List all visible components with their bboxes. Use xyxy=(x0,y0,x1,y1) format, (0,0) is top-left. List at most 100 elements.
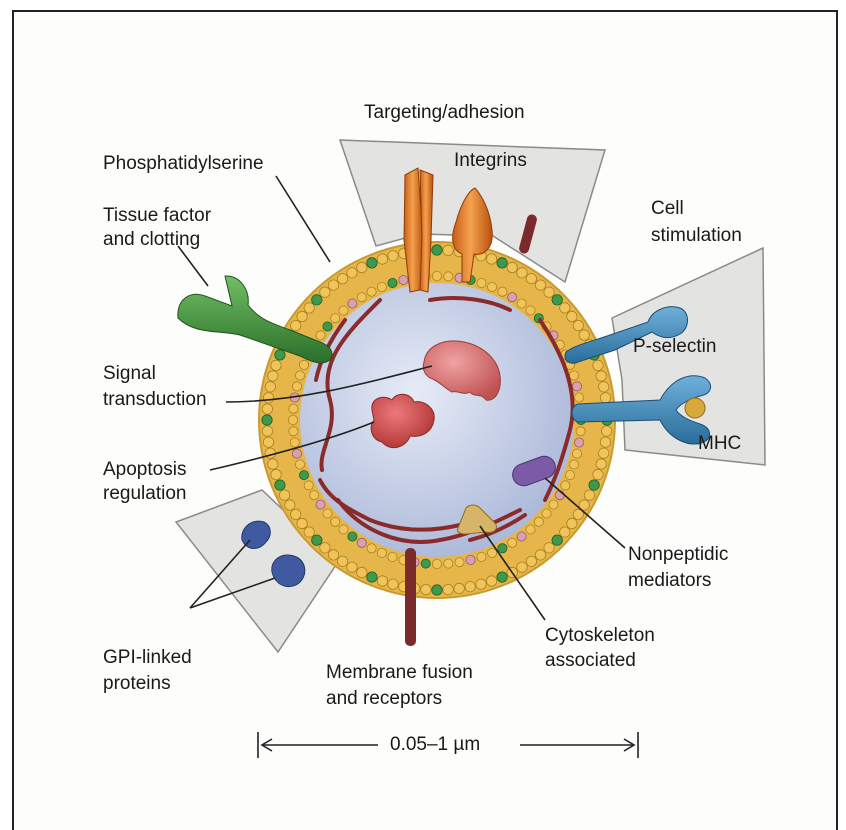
lipid-bead xyxy=(600,437,610,447)
label-nonpeptidic-line2: mediators xyxy=(628,569,711,593)
lipid-bead xyxy=(357,293,366,302)
label-gpi-line1: GPI-linked xyxy=(103,646,192,670)
lipid-bead xyxy=(444,272,453,281)
lipid-bead xyxy=(565,471,574,480)
lipid-bead xyxy=(328,280,338,290)
lipid-bead xyxy=(262,415,272,425)
lipid-bead xyxy=(263,437,273,447)
lipid-bead xyxy=(544,543,554,553)
lipid-bead xyxy=(486,576,496,586)
lipid-bead xyxy=(526,525,535,534)
lipid-bead xyxy=(517,562,527,572)
lipid-bead xyxy=(290,438,299,447)
lipid-bead xyxy=(312,535,322,545)
lipid-bead xyxy=(579,330,589,340)
lipid-bead xyxy=(399,275,408,284)
lipid-bead xyxy=(432,245,442,255)
lipid-bead xyxy=(560,527,570,537)
label-signal-transduction-line1: Signal xyxy=(103,362,156,386)
lipid-bead xyxy=(572,382,581,391)
lipid-bead xyxy=(497,572,507,582)
label-signal-transduction-line2: transduction xyxy=(103,388,207,412)
lipid-bead xyxy=(443,584,453,594)
lipid-bead xyxy=(569,371,578,380)
lipid-bead xyxy=(262,404,272,414)
lipid-bead xyxy=(488,282,497,291)
label-cell-stimulation-line1: Cell xyxy=(651,197,684,221)
lipid-bead xyxy=(285,500,295,510)
label-apoptosis-line1: Apoptosis xyxy=(103,458,186,482)
lipid-bead xyxy=(526,306,535,315)
label-tissue-factor-line1: Tissue factor xyxy=(103,204,211,228)
lipid-bead xyxy=(476,579,486,589)
lipid-bead xyxy=(508,538,517,547)
lipid-bead xyxy=(348,299,357,308)
lipid-bead xyxy=(421,559,430,568)
lipid-bead xyxy=(388,552,397,561)
lipid-bead xyxy=(575,393,584,402)
lipid-bead xyxy=(304,527,314,537)
label-cell-stimulation-line2: stimulation xyxy=(651,224,742,248)
lipid-bead xyxy=(599,448,609,458)
membrane-fusion-receptor xyxy=(405,548,416,646)
lipid-bead xyxy=(357,567,367,577)
lipid-bead xyxy=(388,251,398,261)
lipid-bead xyxy=(367,572,377,582)
lipid-bead xyxy=(584,490,594,500)
lipid-bead xyxy=(552,535,562,545)
lipid-bead xyxy=(569,460,578,469)
lipid-bead xyxy=(561,481,570,490)
lipid-bead xyxy=(593,469,603,479)
lipid-bead xyxy=(517,532,526,541)
lipid-bead xyxy=(567,518,577,528)
lipid-bead xyxy=(271,360,281,370)
lipid-bead xyxy=(443,245,453,255)
label-gpi-line2: proteins xyxy=(103,672,171,696)
lipid-bead xyxy=(310,491,319,500)
lipid-bead xyxy=(572,449,581,458)
lipid-bead xyxy=(432,585,442,595)
lipid-bead xyxy=(328,550,338,560)
label-nonpeptidic-line1: Nonpeptidic xyxy=(628,543,728,567)
lipid-bead xyxy=(377,576,387,586)
lipid-bead xyxy=(526,274,536,284)
lipid-bead xyxy=(601,426,611,436)
lipid-bead xyxy=(347,562,357,572)
lipid-bead xyxy=(291,320,301,330)
lipid-bead xyxy=(388,278,397,287)
lipid-bead xyxy=(498,544,507,553)
lipid-bead xyxy=(316,331,325,340)
label-targeting-adhesion: Targeting/adhesion xyxy=(364,101,525,125)
lipid-bead xyxy=(573,320,583,330)
lipid-bead xyxy=(367,544,376,553)
lipid-bead xyxy=(289,427,298,436)
lipid-bead xyxy=(320,287,330,297)
lipid-bead xyxy=(593,360,603,370)
lipid-bead xyxy=(486,254,496,264)
lipid-bead xyxy=(331,314,340,323)
lipid-bead xyxy=(367,287,376,296)
lipid-bead xyxy=(575,438,584,447)
lipid-bead xyxy=(455,558,464,567)
lipid-bead xyxy=(312,295,322,305)
lipid-bead xyxy=(316,500,325,509)
lipid-bead xyxy=(526,556,536,566)
label-membrane-fusion-line2: and receptors xyxy=(326,687,442,711)
lipid-bead xyxy=(292,449,301,458)
lipid-bead xyxy=(323,509,332,518)
lipid-bead xyxy=(567,311,577,321)
label-apoptosis-line2: regulation xyxy=(103,482,186,506)
lipid-bead xyxy=(508,293,517,302)
label-cytoskeleton-line1: Cytoskeleton xyxy=(545,624,655,648)
lipid-bead xyxy=(454,583,464,593)
lipid-bead xyxy=(291,509,301,519)
lipid-bead xyxy=(268,459,278,469)
label-scale: 0.05–1 µm xyxy=(390,733,480,757)
lipid-bead xyxy=(339,525,348,534)
lipid-bead xyxy=(542,509,551,518)
lipid-bead xyxy=(323,322,332,331)
lipid-bead xyxy=(295,460,304,469)
lipid-bead xyxy=(271,469,281,479)
lipid-bead xyxy=(279,490,289,500)
lipid-bead xyxy=(432,271,441,280)
